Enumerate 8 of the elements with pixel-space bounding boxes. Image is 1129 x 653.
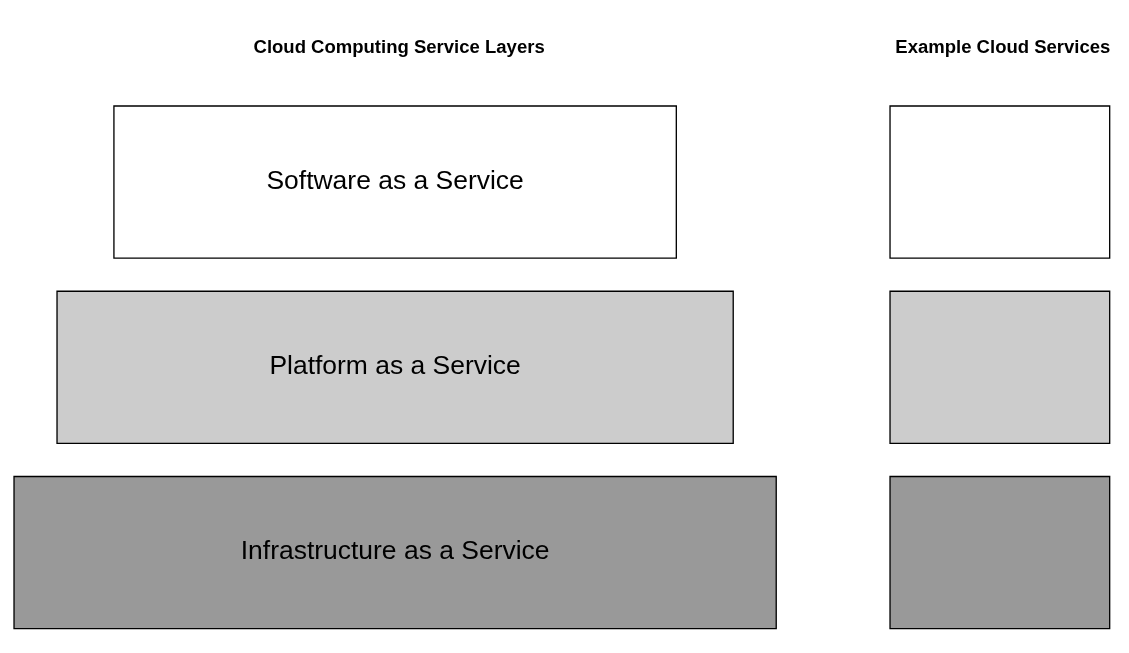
- node-box: Platform as a Service: [56, 290, 734, 444]
- label: Example Cloud Services: [895, 35, 1111, 57]
- node-box: Infrastructure as a Service: [13, 475, 777, 629]
- node-box: Software as a Service: [113, 104, 677, 259]
- label: Cloud Computing Service Layers: [253, 35, 545, 57]
- node-box: [889, 104, 1111, 259]
- node-box: [889, 290, 1111, 444]
- node-box: [889, 475, 1111, 629]
